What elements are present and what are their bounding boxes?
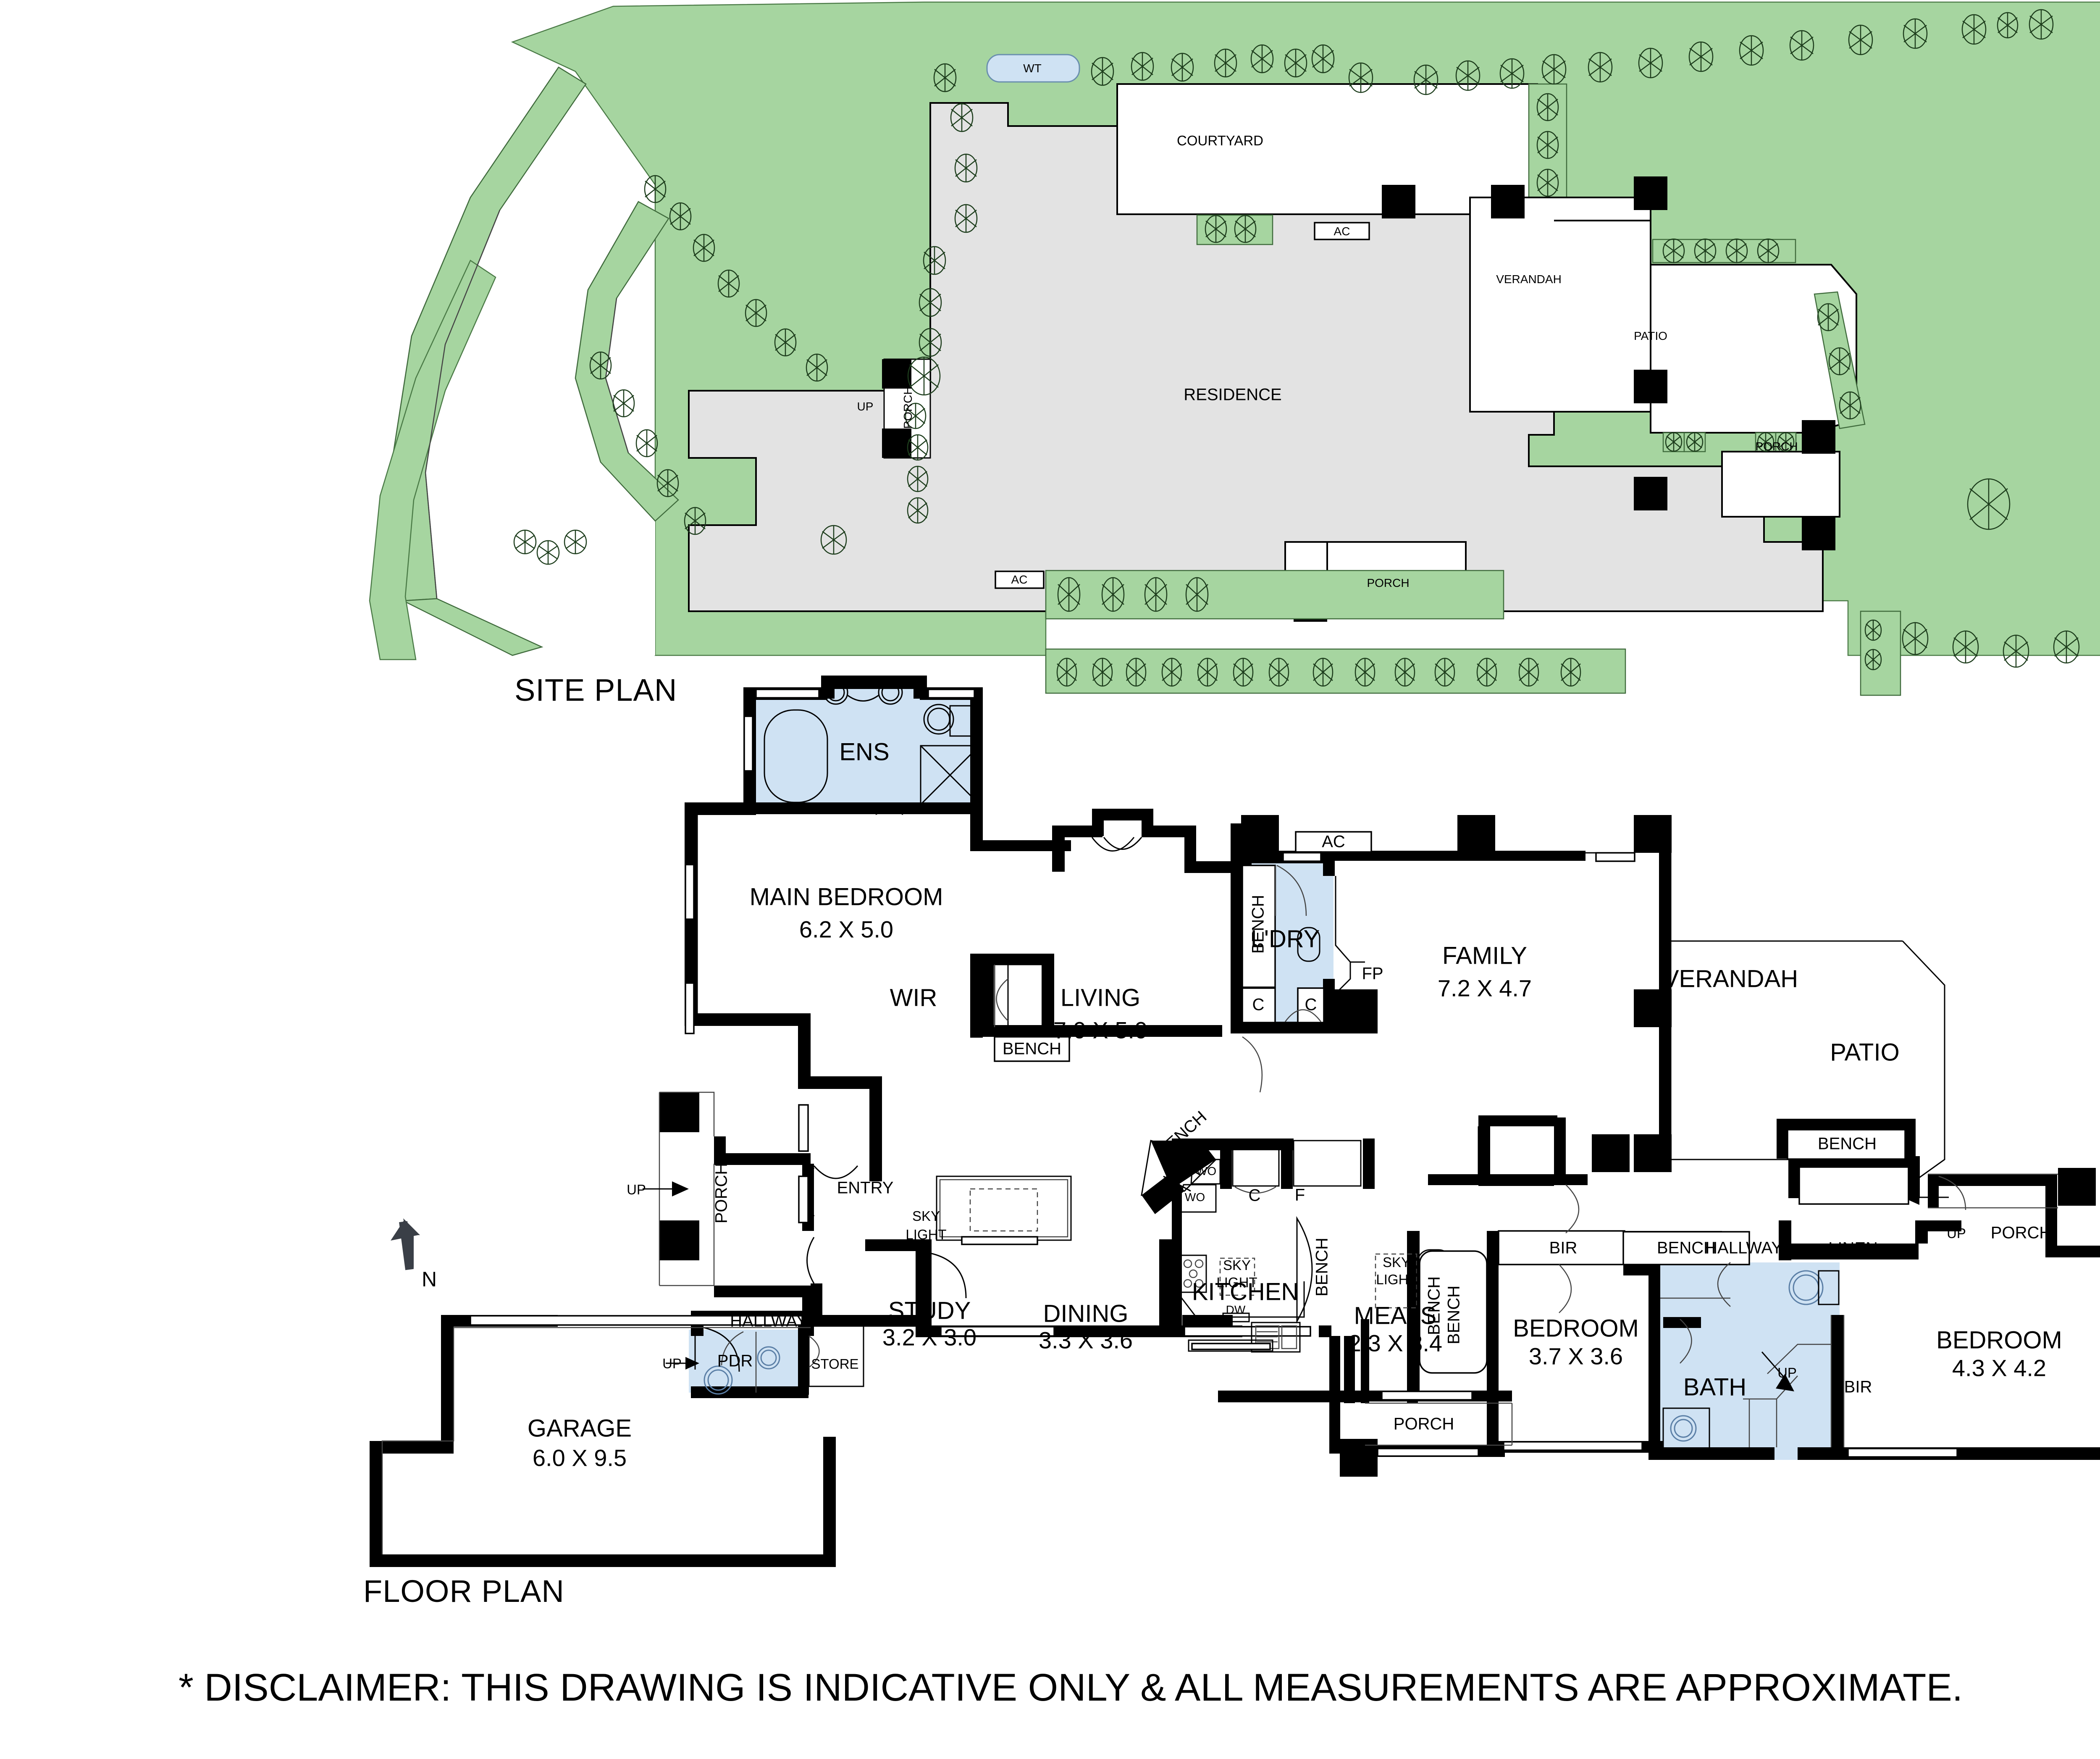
bench-bedroom2-label: BENCH — [1656, 1238, 1716, 1257]
up-porch-east-label: UP — [1947, 1225, 1966, 1241]
skylight-meals-line1: SKY — [1382, 1254, 1411, 1270]
pantry-label: C — [1248, 1186, 1261, 1205]
north-arrow-graphic — [391, 1218, 420, 1270]
cupboard-ldry-right-label: C — [1305, 995, 1317, 1014]
bench-linen-label: BENCH — [1817, 1134, 1877, 1153]
floor-plan-group — [370, 676, 2100, 1567]
hallway-left-label: HALLWAY — [730, 1312, 807, 1330]
room-main-bedroom-label: MAIN BEDROOM — [749, 883, 943, 911]
site-plan-title: SITE PLAN — [514, 673, 677, 707]
room-living-label: LIVING — [1060, 984, 1141, 1012]
cupboard-ldry-left-label: C — [1252, 995, 1265, 1014]
site-up-front-label: UP — [857, 400, 874, 413]
site-plan-group — [369, 1, 2100, 696]
room-dining-dim: 3.3 X 3.6 — [1038, 1327, 1133, 1354]
skylight-study-line2: LIGHT — [906, 1227, 947, 1242]
wall-oven-1-label: WO — [1196, 1165, 1217, 1178]
room-entry-label: ENTRY — [837, 1178, 894, 1197]
up-bath-label: UP — [1777, 1365, 1797, 1380]
room-kitchen-label: KITCHEN — [1192, 1278, 1299, 1306]
room-verandah-label: VERANDAH — [1662, 965, 1798, 993]
room-garage-dim: 6.0 X 9.5 — [532, 1444, 627, 1471]
room-study-dim: 3.2 X 3.0 — [882, 1324, 977, 1351]
room-family-dim: 7.2 X 4.7 — [1437, 975, 1532, 1002]
skylight-meals-line2: LIGHT — [1376, 1272, 1417, 1287]
site-courtyard-label: COURTYARD — [1177, 133, 1263, 148]
room-bath-label: BATH — [1683, 1373, 1747, 1401]
room-dining-label: DINING — [1043, 1300, 1129, 1328]
room-ens-label: ENS — [839, 738, 890, 766]
dishwasher-label: DW — [1226, 1303, 1246, 1316]
up-hallway-label: UP — [662, 1356, 682, 1371]
site-ac-south-label: AC — [1011, 573, 1028, 586]
linen-label: LINEN — [1828, 1239, 1878, 1258]
room-store-label: STORE — [811, 1356, 859, 1372]
room-pdr-label: PDR — [717, 1351, 753, 1370]
fridge-label: F — [1294, 1186, 1305, 1204]
room-meals-dim: 2.3 X 3.4 — [1348, 1330, 1443, 1357]
room-study-label: STUDY — [888, 1297, 971, 1325]
porch-south-label: PORCH — [1393, 1415, 1454, 1433]
room-meals-label: MEALS — [1354, 1302, 1437, 1330]
porch-entry-label: PORCH — [712, 1162, 731, 1224]
fireplace-label: FP — [1362, 964, 1383, 983]
skylight-kitchen-line2: LIGHT — [1216, 1275, 1257, 1290]
room-family-label: FAMILY — [1442, 942, 1527, 970]
bir-bath-label: BIR — [1844, 1378, 1872, 1396]
site-porch-front-label: PORCH — [901, 386, 914, 429]
hallway-right-label: HALLWAY — [1705, 1238, 1782, 1257]
ac-family-label: AC — [1322, 832, 1345, 851]
site-patio-label: PATIO — [1634, 329, 1667, 342]
room-living-dim: 7.0 X 5.0 — [1053, 1017, 1148, 1044]
up-entry-label: UP — [627, 1182, 646, 1197]
room-garage-label: GARAGE — [527, 1415, 632, 1442]
site-porch-south-label: PORCH — [1367, 576, 1410, 589]
room-bedroom2-dim: 3.7 X 3.6 — [1528, 1343, 1623, 1370]
wall-oven-2-label: WO — [1184, 1191, 1205, 1204]
north-label: N — [421, 1267, 437, 1291]
room-ldry-label: L'DRY — [1250, 925, 1320, 953]
bench-ldry-label: BENCH — [1249, 894, 1268, 954]
room-main-bedroom-dim: 6.2 X 5.0 — [799, 916, 894, 943]
site-ac-north-label: AC — [1334, 225, 1350, 238]
floor-plan-title: FLOOR PLAN — [363, 1574, 564, 1609]
room-bedroom3-label: BEDROOM — [1936, 1326, 2062, 1354]
site-verandah-label: VERANDAH — [1496, 273, 1562, 286]
room-wir-label: WIR — [890, 984, 937, 1012]
room-bedroom2-label: BEDROOM — [1513, 1315, 1639, 1342]
bir-bedroom2-label: BIR — [1549, 1238, 1578, 1257]
bench-bedroom2-vert-label: BENCH — [1444, 1285, 1463, 1345]
bench-meals-label: BENCH — [1425, 1276, 1444, 1336]
site-porch-east-label: PORCH — [1755, 440, 1798, 453]
skylight-kitchen-line1: SKY — [1223, 1257, 1251, 1273]
disclaimer-text: * DISCLAIMER: THIS DRAWING IS INDICATIVE… — [178, 1666, 1963, 1709]
skylight-study-line1: SKY — [912, 1208, 940, 1224]
site-residence-label: RESIDENCE — [1184, 385, 1282, 404]
bench-island-label: BENCH — [1312, 1237, 1331, 1297]
room-patio-label: PATIO — [1830, 1039, 1900, 1066]
room-bedroom3-dim: 4.3 X 4.2 — [1952, 1354, 2047, 1381]
porch-east-label: PORCH — [1990, 1223, 2052, 1242]
site-water-tank-label: WT — [1023, 62, 1042, 75]
bench-wir-label: BENCH — [1002, 1039, 1062, 1058]
